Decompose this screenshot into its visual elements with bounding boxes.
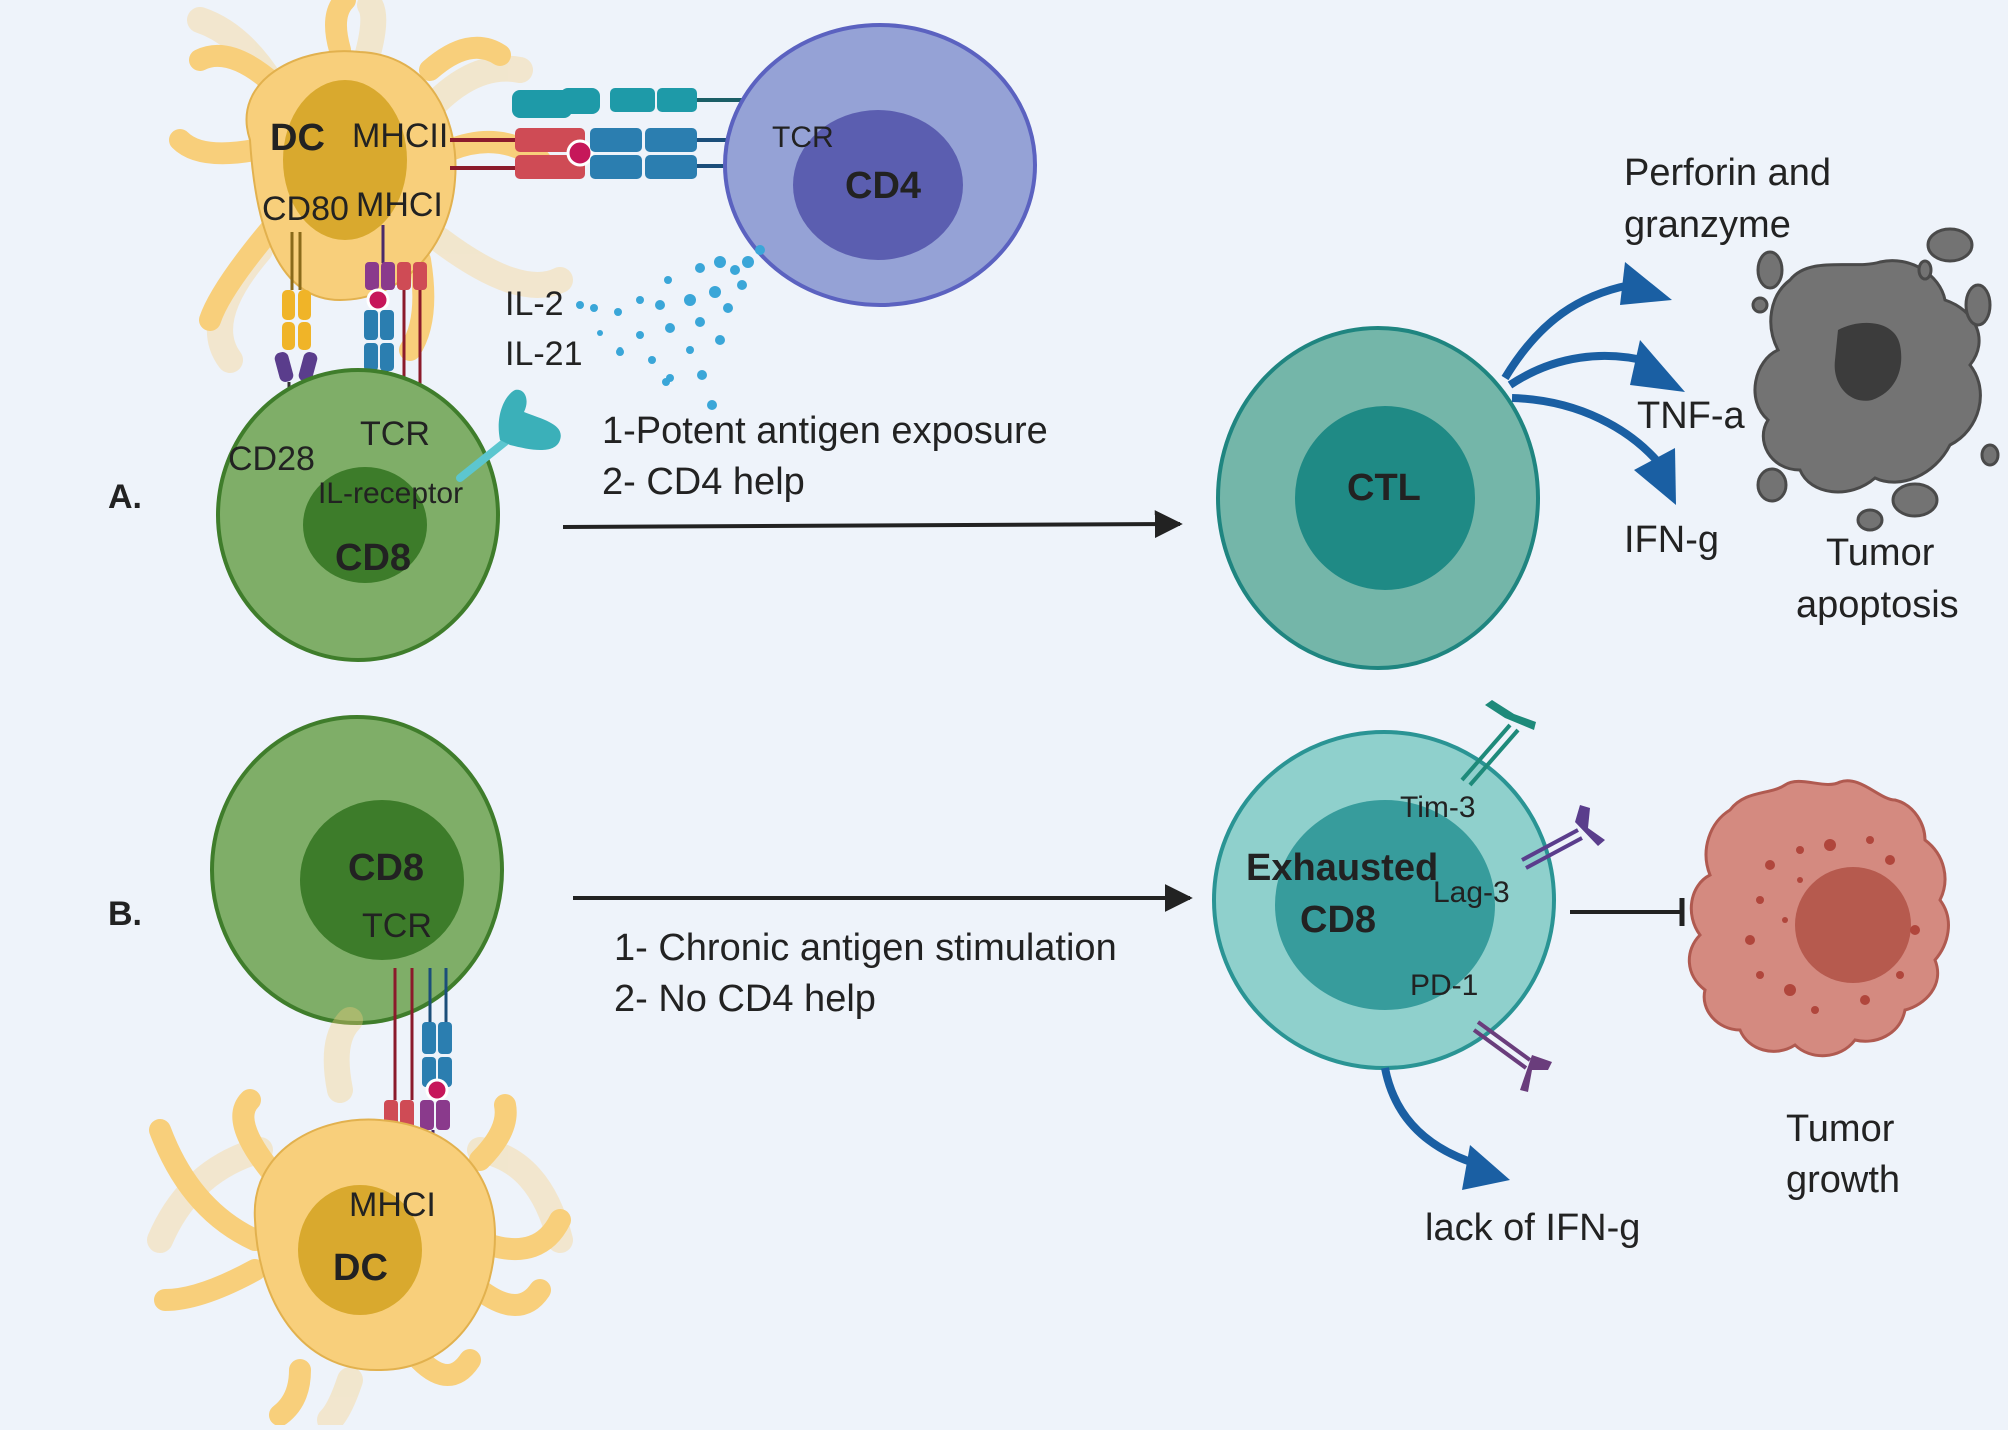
pd1-label: PD-1 — [1410, 969, 1478, 1002]
tumor-apoptosis-label-2: apoptosis — [1796, 584, 1959, 626]
cd8-a-label: CD8 — [335, 537, 411, 579]
perforin-label-1: Perforin and — [1624, 152, 1831, 194]
exhausted-label-2: CD8 — [1300, 899, 1376, 941]
panel-b: B. CD8 TCR — [108, 700, 1950, 1430]
cd8-b-label: CD8 — [348, 847, 424, 889]
mhci-a-label: MHCI — [356, 186, 443, 224]
lag3-label: Lag-3 — [1433, 876, 1510, 909]
cd4-cell: CD4 TCR — [723, 23, 1037, 307]
tumor-growth-label-2: growth — [1786, 1159, 1900, 1201]
il21-label: IL-21 — [505, 335, 583, 373]
panel-a-condition-2: 2- CD4 help — [602, 461, 805, 503]
tumor-apoptosis-label-1: Tumor — [1826, 532, 1935, 574]
panel-a-label: A. — [108, 478, 142, 516]
panel-a-arrow — [562, 510, 1183, 539]
cd80-label: CD80 — [262, 190, 349, 228]
inhibition-bar — [1570, 898, 1685, 926]
lack-ifn-arrow — [1381, 1067, 1510, 1190]
mhcii-label: MHCII — [352, 117, 448, 155]
tim3-label: Tim-3 — [1400, 791, 1476, 824]
dc-cell-b: MHCI DC — [149, 1089, 571, 1426]
il2-label: IL-2 — [505, 285, 564, 323]
mhci-b-label: MHCI — [349, 1186, 436, 1224]
il-receptor-icon — [456, 389, 561, 482]
tumor-growth-label-1: Tumor — [1786, 1108, 1895, 1150]
dc-a-nucleus — [283, 80, 407, 240]
dc-b-label: DC — [333, 1247, 388, 1289]
perforin-label-2: granzyme — [1624, 204, 1791, 246]
ctl-cell: CTL — [1216, 326, 1540, 670]
tnf-label: TNF-a — [1637, 395, 1746, 437]
growing-tumor — [1687, 779, 1950, 1058]
ctl-output-arrows — [1501, 262, 1685, 505]
panel-a: DC MHCII CD80 MHCI — [108, 0, 2000, 670]
panel-b-label: B. — [108, 895, 142, 933]
tcr-cd4-label: TCR — [772, 121, 834, 154]
tcr-b-label: TCR — [362, 907, 432, 945]
panel-b-condition-2: 2- No CD4 help — [614, 978, 876, 1020]
apoptotic-tumor-nucleus — [1834, 322, 1902, 401]
cd4-label: CD4 — [845, 165, 921, 207]
cd8-cell-b: CD8 TCR — [210, 715, 504, 1025]
lag3-receptor-icon — [1521, 805, 1605, 870]
exhausted-label-1: Exhausted — [1246, 847, 1438, 889]
cd8-cell-a: CD8 TCR CD28 IL-receptor — [216, 368, 500, 662]
ifn-label: IFN-g — [1624, 519, 1719, 561]
panel-b-condition-1: 1- Chronic antigen stimulation — [614, 927, 1117, 969]
cd28-label: CD28 — [228, 440, 315, 478]
lack-ifn-label: lack of IFN-g — [1425, 1207, 1640, 1249]
tcr-cd8-a-label: TCR — [360, 415, 430, 453]
cytokine-particles — [576, 245, 765, 410]
il-receptor-label: IL-receptor — [318, 477, 463, 510]
exhausted-cd8-cell: Exhausted CD8 Tim-3 Lag-3 PD-1 — [1212, 730, 1556, 1070]
dc-a-label: DC — [270, 117, 325, 159]
panel-a-condition-1: 1-Potent antigen exposure — [602, 410, 1048, 452]
ctl-label: CTL — [1347, 467, 1421, 509]
pd1-receptor-icon — [1472, 1020, 1552, 1092]
tim3-receptor-icon — [1460, 700, 1536, 787]
